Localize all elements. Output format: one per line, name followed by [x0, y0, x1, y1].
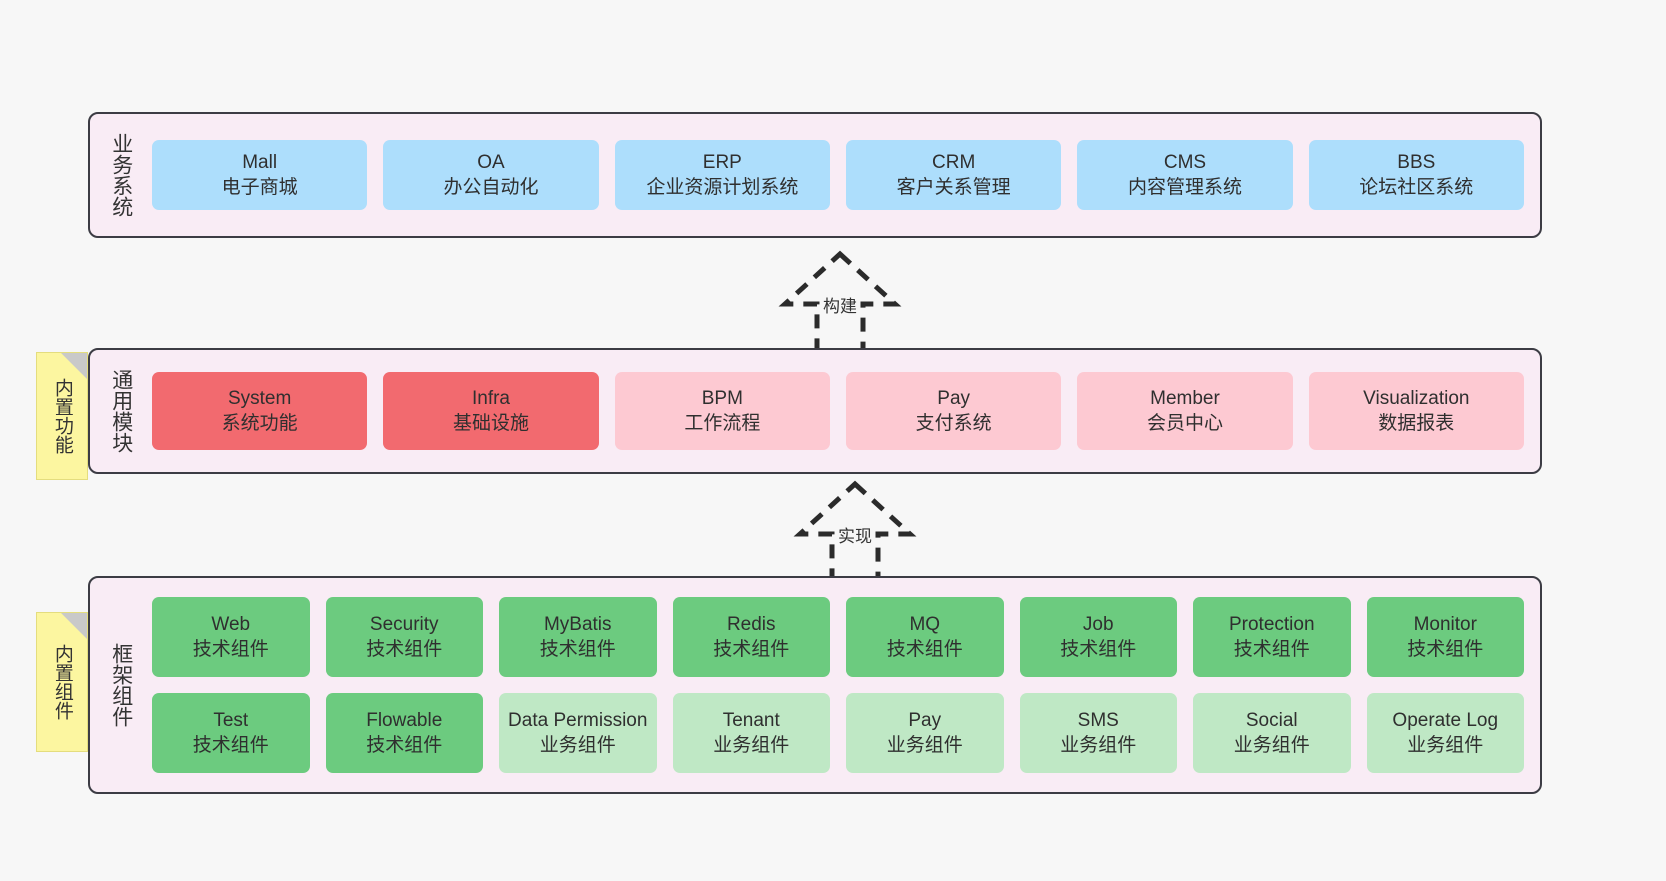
node-erp-cn: 企业资源计划系统: [646, 177, 799, 198]
node-system-cn: 系统功能: [221, 413, 298, 434]
node-flowable[interactable]: Flowable 技术组件: [325, 693, 483, 773]
layer-business-system: 业务系统 Mall 电子商城 OA 办公自动化 ERP 企业资源计划系统 CRM…: [88, 112, 1542, 238]
node-mybatis-en: MyBatis: [543, 613, 612, 635]
node-test-en: Test: [213, 709, 249, 731]
node-member-cn: 会员中心: [1146, 413, 1223, 434]
node-bbs[interactable]: BBS 论坛社区系统: [1308, 140, 1524, 210]
node-pay-module-en: Pay: [937, 387, 971, 409]
business-node-row: Mall 电子商城 OA 办公自动化 ERP 企业资源计划系统 CRM 客户关系…: [152, 140, 1524, 210]
node-crm-en: CRM: [932, 151, 976, 173]
node-mall-en: Mall: [242, 151, 278, 173]
node-member-en: Member: [1150, 387, 1220, 409]
node-protection[interactable]: Protection 技术组件: [1193, 597, 1351, 677]
node-social[interactable]: Social 业务组件: [1193, 693, 1351, 773]
node-pay-module-cn: 支付系统: [915, 413, 992, 434]
node-mall-cn: 电子商城: [221, 177, 298, 198]
node-infra-cn: 基础设施: [452, 413, 529, 434]
node-mall[interactable]: Mall 电子商城: [152, 140, 368, 210]
node-crm-cn: 客户关系管理: [896, 177, 1011, 198]
node-monitor-en: Monitor: [1413, 613, 1477, 635]
node-security[interactable]: Security 技术组件: [325, 597, 483, 677]
common-node-row: System 系统功能 Infra 基础设施 BPM 工作流程 Pay 支付系统…: [152, 372, 1524, 450]
node-redis-en: Redis: [726, 613, 776, 635]
node-mybatis[interactable]: MyBatis 技术组件: [499, 597, 657, 677]
node-mq-en: MQ: [909, 613, 941, 635]
node-cms-cn: 内容管理系统: [1127, 177, 1242, 198]
layer-common-module-body: System 系统功能 Infra 基础设施 BPM 工作流程 Pay 支付系统…: [144, 350, 1540, 472]
node-member[interactable]: Member 会员中心: [1077, 372, 1293, 450]
node-job[interactable]: Job 技术组件: [1019, 597, 1177, 677]
node-operate-log-cn: 业务组件: [1407, 735, 1484, 756]
node-crm[interactable]: CRM 客户关系管理: [845, 140, 1062, 210]
node-cms[interactable]: CMS 内容管理系统: [1077, 140, 1293, 210]
node-pay-module[interactable]: Pay 支付系统: [845, 372, 1062, 450]
node-sms-cn: 业务组件: [1060, 735, 1137, 756]
node-redis-cn: 技术组件: [713, 639, 790, 660]
node-data-permission-en: Data Permission: [508, 709, 648, 731]
node-web[interactable]: Web 技术组件: [152, 597, 310, 677]
framework-node-row-2: Test 技术组件 Flowable 技术组件 Data Permission …: [152, 693, 1524, 773]
node-bbs-en: BBS: [1397, 151, 1436, 173]
framework-node-row-1: Web 技术组件 Security 技术组件 MyBatis 技术组件 Redi…: [152, 597, 1524, 677]
node-tenant-en: Tenant: [722, 709, 780, 731]
node-test[interactable]: Test 技术组件: [152, 693, 310, 773]
node-security-en: Security: [369, 613, 439, 635]
node-bpm-en: BPM: [701, 387, 743, 409]
node-oa-en: OA: [477, 151, 505, 173]
node-operate-log[interactable]: Operate Log 业务组件: [1366, 693, 1524, 773]
node-visualization-cn: 数据报表: [1378, 413, 1455, 434]
layer-framework-component-title: 框架组件: [109, 643, 133, 727]
node-tenant-cn: 业务组件: [713, 735, 790, 756]
node-monitor[interactable]: Monitor 技术组件: [1366, 597, 1524, 677]
node-cms-en: CMS: [1163, 151, 1207, 173]
layer-business-system-title: 业务系统: [109, 133, 133, 217]
node-erp-en: ERP: [702, 151, 742, 173]
node-infra-en: Infra: [471, 387, 510, 409]
node-monitor-cn: 技术组件: [1407, 639, 1484, 660]
node-mybatis-cn: 技术组件: [539, 639, 616, 660]
node-social-en: Social: [1245, 709, 1298, 731]
node-system[interactable]: System 系统功能: [152, 372, 368, 450]
node-protection-en: Protection: [1228, 613, 1315, 635]
node-security-cn: 技术组件: [366, 639, 443, 660]
node-visualization[interactable]: Visualization 数据报表: [1308, 372, 1524, 450]
node-flowable-cn: 技术组件: [366, 735, 443, 756]
sticky-note-builtin-function: 内置功能: [36, 352, 88, 480]
layer-common-module: 通用模块 System 系统功能 Infra 基础设施 BPM 工作流程 Pay…: [88, 348, 1542, 474]
node-data-permission[interactable]: Data Permission 业务组件: [499, 693, 657, 773]
node-mq[interactable]: MQ 技术组件: [846, 597, 1004, 677]
layer-framework-component: 框架组件 Web 技术组件 Security 技术组件 MyBatis 技术组件…: [88, 576, 1542, 794]
node-bbs-cn: 论坛社区系统: [1359, 177, 1474, 198]
node-job-cn: 技术组件: [1060, 639, 1137, 660]
node-oa-cn: 办公自动化: [443, 177, 539, 198]
sticky-note-builtin-component: 内置组件: [36, 612, 88, 752]
node-pay-component-en: Pay: [908, 709, 942, 731]
node-social-cn: 业务组件: [1233, 735, 1310, 756]
node-flowable-en: Flowable: [366, 709, 443, 731]
node-web-en: Web: [211, 613, 251, 635]
node-infra[interactable]: Infra 基础设施: [383, 372, 599, 450]
node-test-cn: 技术组件: [192, 735, 269, 756]
node-sms[interactable]: SMS 业务组件: [1019, 693, 1177, 773]
node-redis[interactable]: Redis 技术组件: [672, 597, 830, 677]
node-operate-log-en: Operate Log: [1392, 709, 1499, 731]
node-oa[interactable]: OA 办公自动化: [383, 140, 599, 210]
node-tenant[interactable]: Tenant 业务组件: [672, 693, 830, 773]
node-protection-cn: 技术组件: [1233, 639, 1310, 660]
node-bpm[interactable]: BPM 工作流程: [614, 372, 830, 450]
node-bpm-cn: 工作流程: [684, 413, 761, 434]
node-pay-component[interactable]: Pay 业务组件: [846, 693, 1004, 773]
layer-business-system-body: Mall 电子商城 OA 办公自动化 ERP 企业资源计划系统 CRM 客户关系…: [144, 114, 1540, 236]
layer-framework-component-body: Web 技术组件 Security 技术组件 MyBatis 技术组件 Redi…: [144, 578, 1540, 792]
node-mq-cn: 技术组件: [886, 639, 963, 660]
node-erp[interactable]: ERP 企业资源计划系统: [614, 140, 830, 210]
layer-common-module-title: 通用模块: [109, 369, 133, 453]
node-system-en: System: [227, 387, 292, 409]
node-pay-component-cn: 业务组件: [886, 735, 963, 756]
node-web-cn: 技术组件: [192, 639, 269, 660]
node-visualization-en: Visualization: [1363, 387, 1470, 409]
node-job-en: Job: [1082, 613, 1114, 635]
node-data-permission-cn: 业务组件: [539, 735, 616, 756]
node-sms-en: SMS: [1077, 709, 1119, 731]
